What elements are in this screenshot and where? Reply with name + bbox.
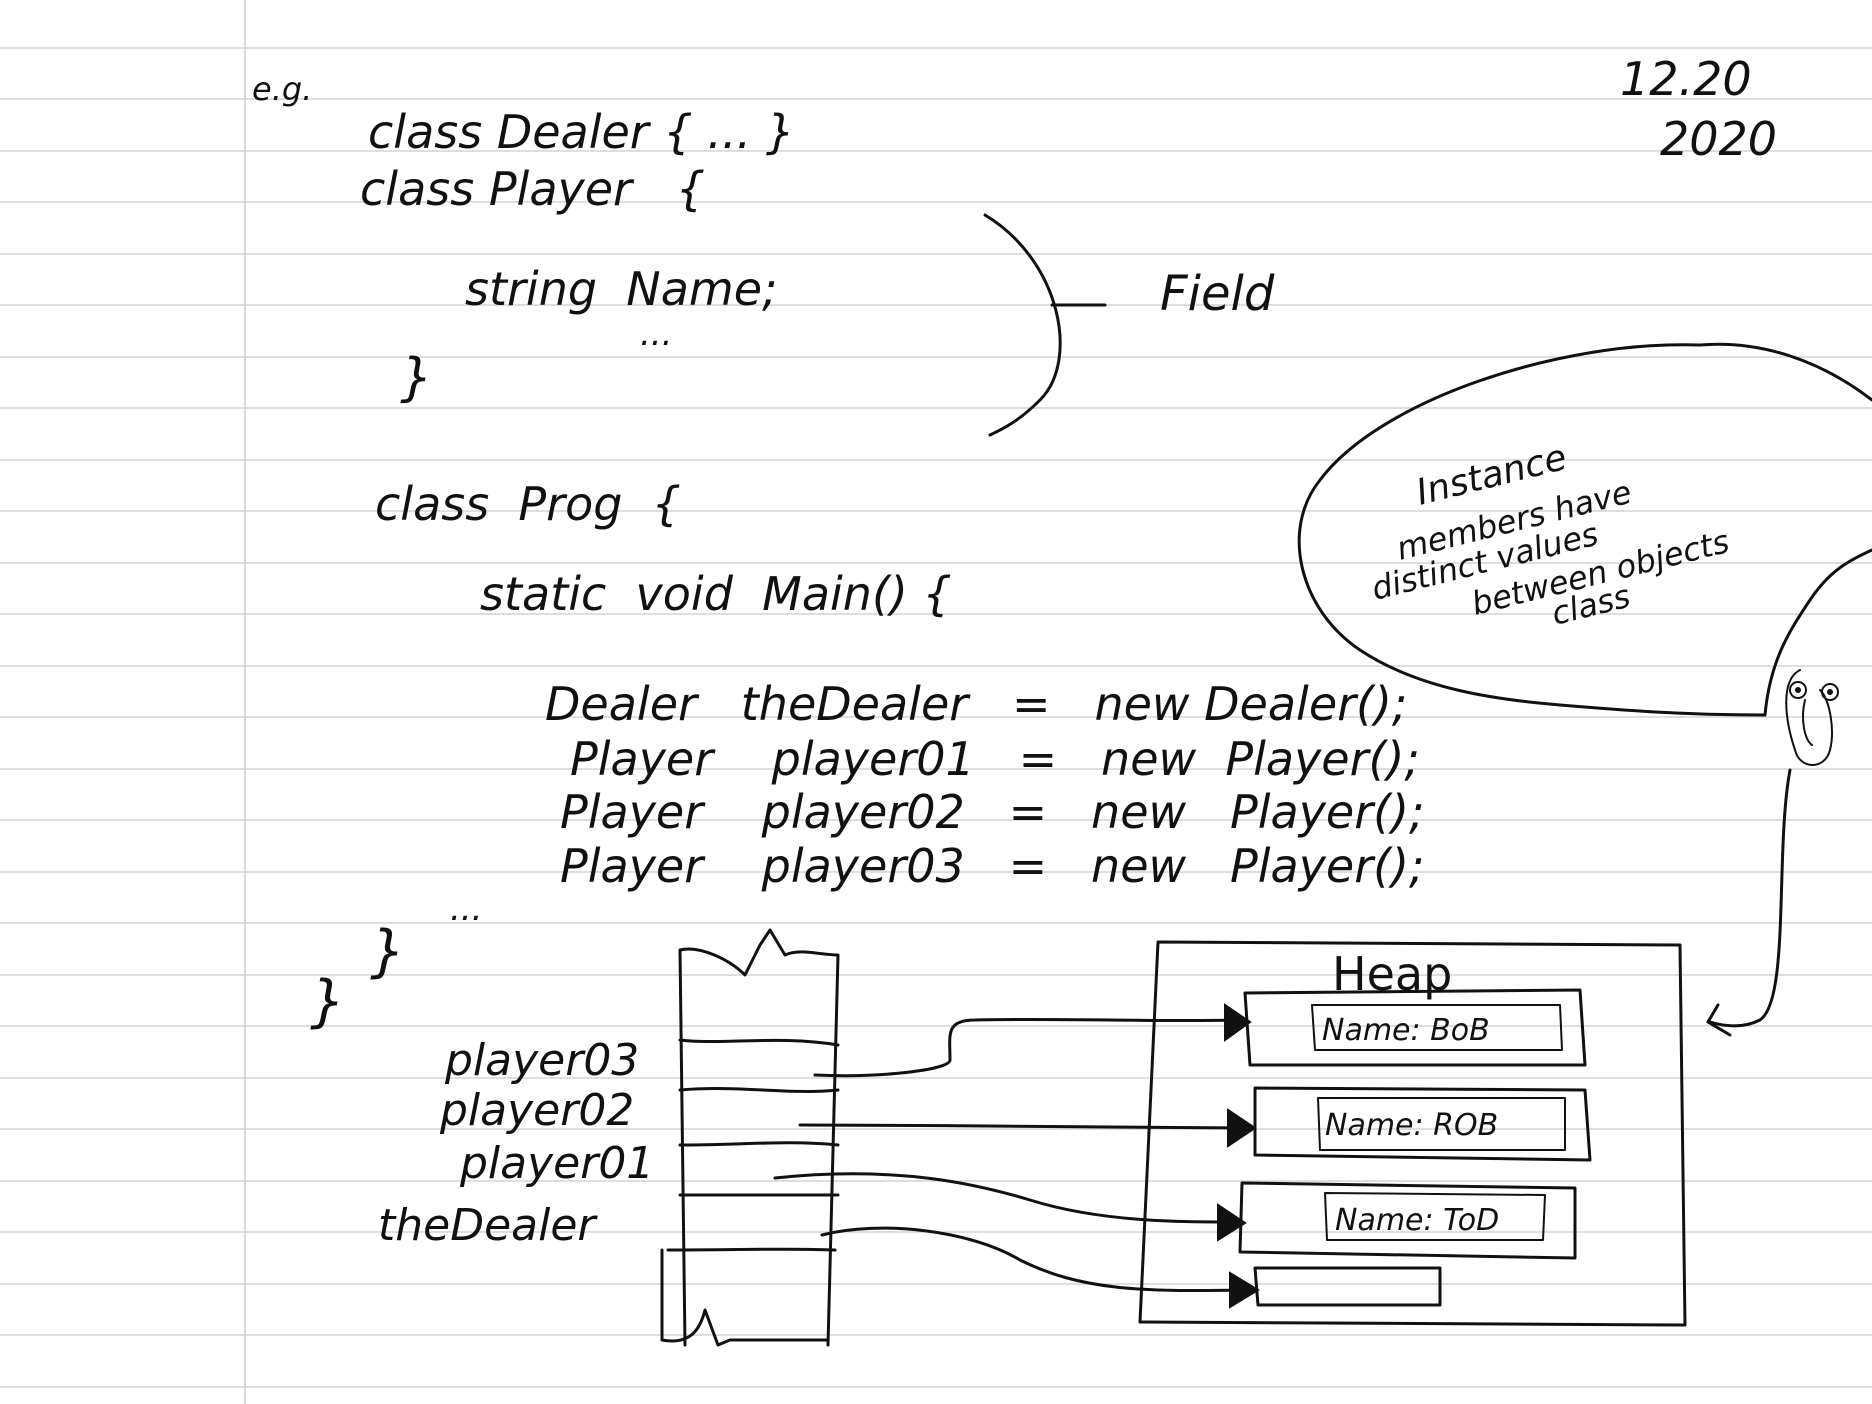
arrow-player03 xyxy=(813,1017,1242,1078)
heap-object-1: Name: BoB xyxy=(1243,988,1587,1067)
code-line-dealer-new: Dealer theDealer = new Dealer(); xyxy=(545,677,1407,731)
code-line-ellipsis-2: ... xyxy=(450,889,482,929)
speech-bubble-text: Instance members have distinct values be… xyxy=(1368,437,1733,633)
bubble-to-heap-arrow xyxy=(1708,768,1792,1028)
code-line-dealer-class: class Dealer { ... } xyxy=(368,105,795,159)
stack-label-player02: player02 xyxy=(439,1085,634,1136)
speech-bubble-outline xyxy=(1297,342,1872,717)
code-line-player-class: class Player { xyxy=(360,162,705,216)
arrow-thedealer xyxy=(820,1226,1247,1293)
arrowhead-player01-icon xyxy=(1217,1203,1247,1242)
stack-label-player03: player03 xyxy=(444,1035,639,1086)
reference-arrows xyxy=(773,1003,1260,1309)
code-line-main: static void Main() { xyxy=(480,567,952,621)
code-line-close-main: } xyxy=(370,919,406,984)
code-line-close-prog: } xyxy=(310,969,346,1034)
arrow-player01 xyxy=(773,1172,1237,1224)
code-line-player03-new: Player player03 = new Player(); xyxy=(560,839,1425,893)
arrow-player02 xyxy=(798,1123,1247,1130)
heap-object-3-name: Name: ToD xyxy=(1335,1203,1499,1238)
heap-object-2: Name: ROB xyxy=(1253,1086,1592,1162)
field-label: Field xyxy=(1160,266,1275,322)
field-bracket xyxy=(983,213,1062,437)
heap-box xyxy=(1138,940,1687,1327)
stack-label-thedealer: theDealer xyxy=(378,1200,598,1251)
date-line2: 2020 xyxy=(1660,112,1777,166)
stack-slots xyxy=(666,1038,840,1252)
paperclip-assistant-icon xyxy=(1785,669,1839,766)
heap-object-1-name: Name: BoB xyxy=(1322,1013,1490,1048)
code-line-name-field: string Name; xyxy=(465,262,778,316)
bubble-arrowhead-icon xyxy=(1706,1003,1732,1037)
eg-label: e.g. xyxy=(252,70,312,108)
code-line-close-player: } xyxy=(400,348,433,408)
code-line-player02-new: Player player02 = new Player(); xyxy=(560,785,1425,839)
code-line-ellipsis-1: ... xyxy=(640,314,672,354)
stack-box xyxy=(660,928,840,1347)
date-line1: 12.20 xyxy=(1620,52,1752,106)
heap-object-3: Name: ToD xyxy=(1238,1181,1577,1260)
heap-object-2-name: Name: ROB xyxy=(1325,1108,1498,1143)
arrowhead-thedealer-icon xyxy=(1229,1271,1260,1309)
arrowhead-player02-icon xyxy=(1227,1108,1257,1148)
code-line-player01-new: Player player01 = new Player(); xyxy=(570,732,1420,786)
arrowhead-player03-icon xyxy=(1224,1003,1252,1042)
heap-object-4 xyxy=(1253,1266,1442,1307)
stack-label-player01: player01 xyxy=(459,1138,654,1189)
code-line-prog-class: class Prog { xyxy=(375,477,681,531)
